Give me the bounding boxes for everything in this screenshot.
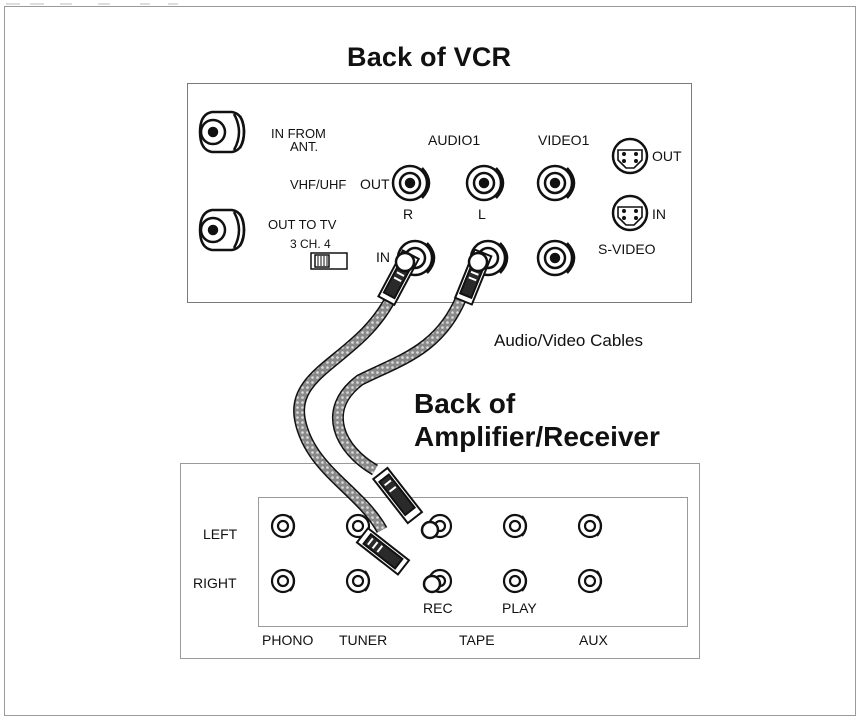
in-from-ant-label-line1: IN FROM (271, 126, 326, 141)
diagram-frame (4, 6, 856, 716)
video1-label: VIDEO1 (538, 132, 590, 148)
svideo-label: S-VIDEO (598, 241, 656, 257)
vcr-back-panel (187, 83, 692, 303)
rec-label: REC (423, 600, 453, 616)
play-label: PLAY (502, 600, 537, 616)
audio-cable-left (331, 248, 493, 525)
svideo-in-jack (611, 194, 649, 232)
svideo-out-label: OUT (652, 148, 682, 164)
tape-play-left-jack (502, 513, 528, 539)
video-out-jack (536, 164, 576, 202)
antenna-out-connector (198, 208, 246, 252)
channel-switch-label: 3 CH. 4 (290, 237, 331, 251)
left-row-label: LEFT (203, 526, 238, 542)
aux-left-jack (577, 513, 603, 539)
channel-switch (310, 252, 348, 270)
tuner-left-jack (345, 513, 371, 539)
amplifier-title-line2: Amplifier/Receiver (414, 421, 660, 452)
r-channel-label: R (403, 206, 414, 222)
audio-in-label: IN (376, 249, 390, 265)
aux-label: AUX (579, 632, 608, 648)
tape-play-right-jack (502, 568, 528, 594)
tape-label: TAPE (459, 632, 495, 648)
audio-out-l-jack (465, 164, 505, 202)
svideo-in-label: IN (652, 206, 666, 222)
out-to-tv-label: OUT TO TV (268, 217, 337, 232)
video-in-jack (536, 239, 576, 277)
amplifier-jack-area (258, 497, 688, 627)
vcr-title: Back of VCR (347, 42, 512, 72)
antenna-in-connector (198, 110, 246, 154)
svideo-out-jack (611, 137, 649, 175)
phono-left-jack (270, 513, 296, 539)
phono-label: PHONO (262, 632, 314, 648)
l-channel-label: L (478, 206, 486, 222)
cables-label: Audio/Video Cables (494, 331, 644, 350)
in-from-ant-label-line2: ANT. (290, 139, 319, 154)
vhf-uhf-label: VHF/UHF (290, 177, 347, 192)
aux-right-jack (577, 568, 603, 594)
corner-marks (6, 3, 178, 5)
phono-right-jack (270, 568, 296, 594)
right-row-label: RIGHT (193, 575, 237, 591)
audio-out-r-jack (391, 164, 431, 202)
tuner-right-jack (345, 568, 371, 594)
audio-out-label: OUT (360, 176, 390, 192)
amplifier-title-line1: Back of (414, 388, 516, 419)
tuner-label: TUNER (339, 632, 388, 648)
audio1-label: AUDIO1 (428, 132, 481, 148)
